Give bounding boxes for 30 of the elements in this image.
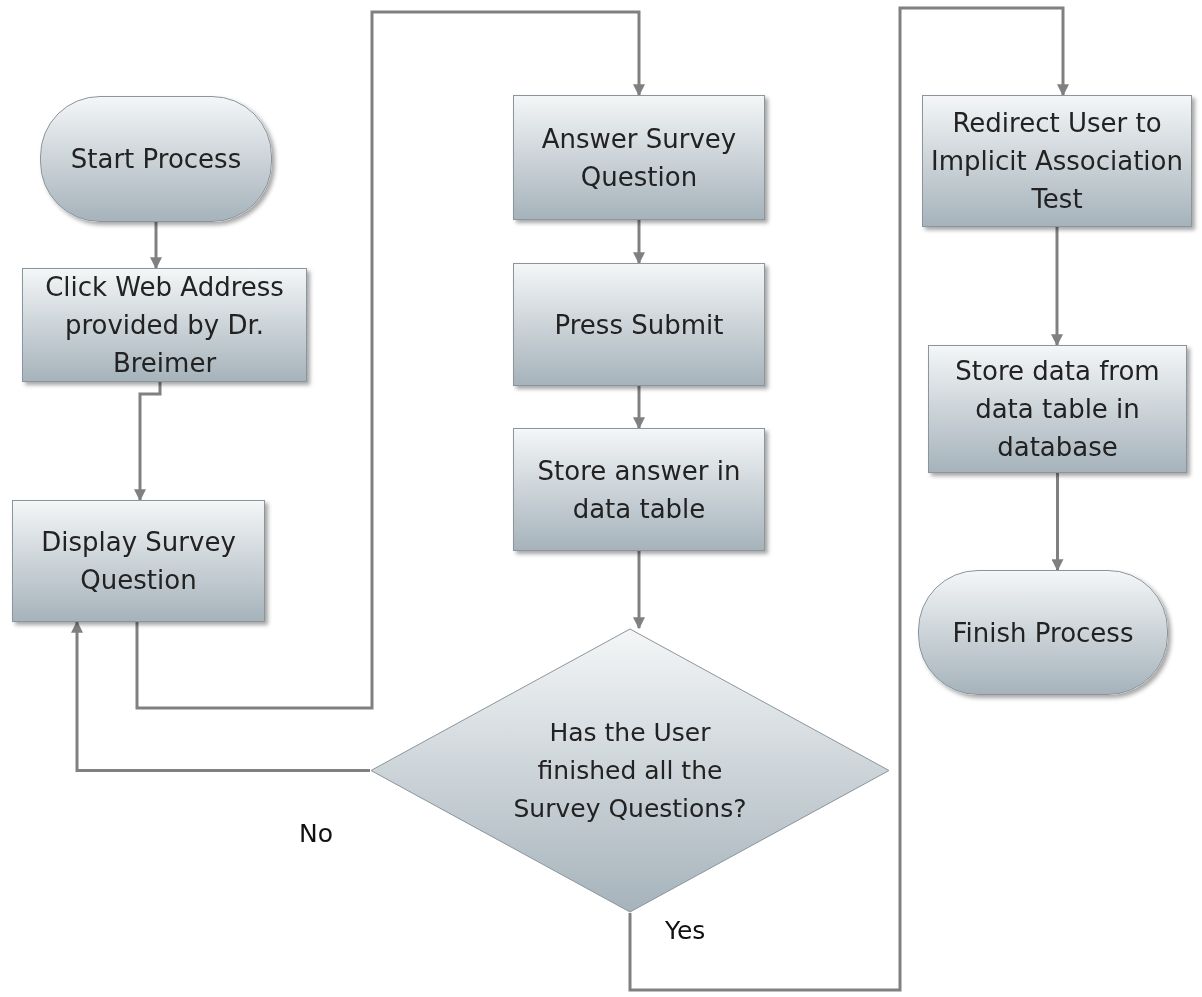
process-box [12,500,265,622]
process-box [22,268,307,382]
decision-diamond [370,628,890,913]
process-box [928,345,1187,473]
process-box [513,263,765,386]
arrow [135,10,645,710]
arrow [71,620,370,772]
node-label: Finish Process [951,616,1135,650]
terminal-shape [40,96,272,222]
node-label: Store answer in data table [536,454,742,526]
node-label: Click Web Address provided by Dr. Breimer [44,271,285,380]
process-box [922,95,1192,227]
arrow [633,551,645,630]
node-label: Start Process [69,143,243,176]
node-label: Redirect User to Implicit Association Test [930,107,1184,216]
arrow [1051,227,1063,347]
arrow [633,220,645,265]
process-box [513,95,765,220]
process-box [513,428,765,551]
node-label: Display Survey Question [40,526,237,597]
node-label: Store data from data table in database [954,355,1161,464]
terminal-shape [918,570,1168,695]
node-label: Press Submit [553,308,725,342]
node-label: Answer Survey Question [540,122,738,194]
arrow [150,222,162,270]
node-label: Has the User finished all the Survey Questions? [512,716,748,825]
arrow [633,386,645,430]
arrow [1051,473,1064,572]
arrow [628,6,1069,992]
arrow [134,382,162,502]
